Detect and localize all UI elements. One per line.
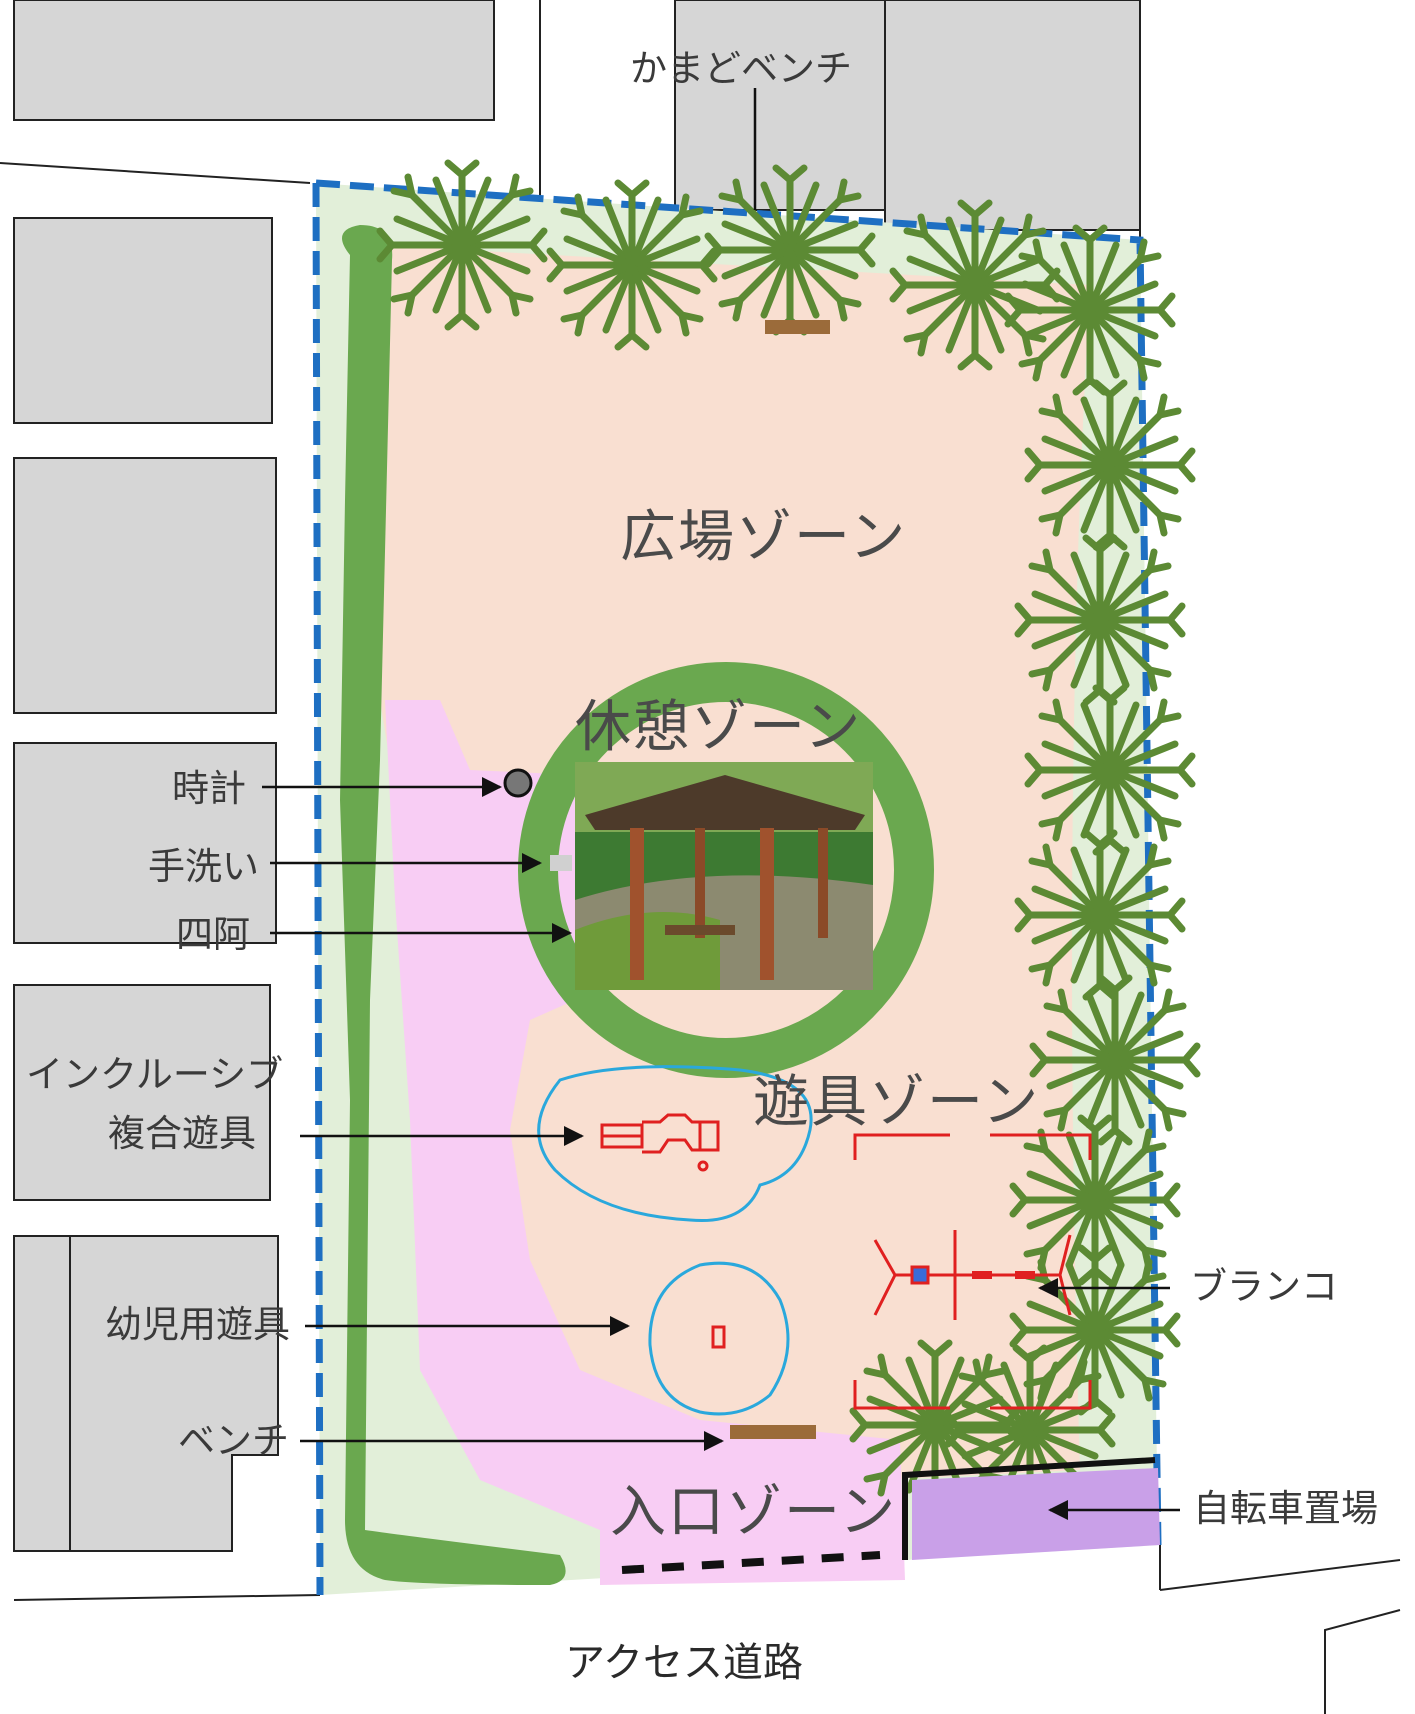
park-boundary-west — [312, 182, 324, 1596]
azumaya-label: 四阿 — [176, 913, 250, 956]
gazebo-photo — [575, 762, 873, 990]
inclusive-play-label-line1: インクルーシブ — [26, 1053, 284, 1096]
handwash-label: 手洗い — [148, 845, 259, 888]
park-boundary — [315, 179, 1162, 1546]
plaza-zone-label: 広場ゾーン — [620, 505, 908, 570]
toddler-play-equipment-icon — [711, 1325, 726, 1349]
bicycle-parking-area — [912, 1468, 1160, 1560]
bicycle-parking-label: 自転車置場 — [1193, 1487, 1378, 1530]
play-zone-label: 遊具ゾーン — [753, 1070, 1041, 1135]
inclusive-play-area-outline — [537, 1065, 813, 1223]
toddler-play-area-outline — [648, 1261, 790, 1416]
toddler-play-label: 幼児用遊具 — [105, 1303, 290, 1346]
swing-equipment-icon — [895, 1230, 1060, 1320]
access-road-label: アクセス道路 — [565, 1640, 803, 1686]
entrance-gate-line — [621, 1551, 881, 1574]
bench-label: ベンチ — [178, 1419, 289, 1462]
leader-arrows — [262, 88, 1180, 1520]
handwash-icon — [550, 855, 572, 871]
rest-zone-label: 休憩ゾーン — [575, 695, 863, 760]
hedge — [340, 225, 566, 1585]
kamado-bench-label: かまどベンチ — [630, 47, 852, 90]
clock-icon — [503, 768, 533, 798]
inclusive-play-label-line2: 複合遊具 — [108, 1112, 256, 1155]
pedestrian-path — [385, 700, 905, 1585]
entrance-zone-label: 入口ゾーン — [610, 1480, 898, 1545]
neighbor-buildings — [13, 0, 1141, 1552]
bench-marker — [730, 1425, 816, 1439]
swing-label: ブランコ — [1190, 1265, 1338, 1308]
bicycle-parking-wall — [902, 1457, 1156, 1560]
inclusive-play-equipment-icon — [600, 1113, 720, 1172]
clock-label: 時計 — [172, 767, 246, 810]
kamado-bench-marker — [765, 320, 830, 334]
